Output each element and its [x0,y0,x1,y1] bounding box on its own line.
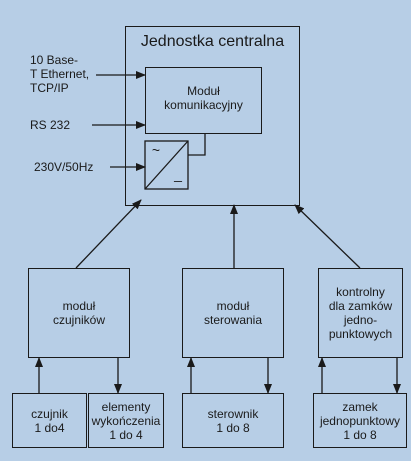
control-module-label: moduł sterowania [203,299,263,327]
central-unit-box [125,26,300,206]
lock-device-label: zamek jednopunktowy 1 do 8 [319,400,401,442]
locks-to-central-arrow [294,204,361,269]
comm-module-label: Moduł komunikacyjny [164,84,243,112]
comm-module-box [145,67,262,134]
controller-device-box [182,393,284,448]
sensors-module-label: moduł czujników [52,299,106,327]
sensors-to-central-arrow [75,199,142,269]
power-comm-link [188,134,206,156]
elements-device-box [88,393,164,448]
elements-device-label: elementy wykończenia 1 do 4 [91,400,161,442]
power-converter-diagonal [144,140,189,190]
locks-module-box [318,268,403,358]
power-converter-box [144,140,189,190]
controller-device-label: sterownik 1 do 8 [207,407,259,435]
locks-module-label: kontrolny dla zamków jedno- punktowych [328,285,393,341]
central-unit-title: Jednostka centralna [140,33,285,50]
rs232-input-label: RS 232 [30,118,71,132]
sensor-device-box [12,393,87,448]
ethernet-input-label: 10 Base- T Ethernet, TCP/IP [30,53,90,95]
power-ac-symbol: ~ [151,142,161,158]
control-module-box [182,268,284,358]
lock-device-box [313,393,407,448]
sensors-module-box [28,268,130,358]
sensor-device-label: czujnik 1 do4 [31,407,68,435]
power-input-label: 230V/50Hz [34,160,94,174]
power-dc-symbol: _ [174,166,182,182]
